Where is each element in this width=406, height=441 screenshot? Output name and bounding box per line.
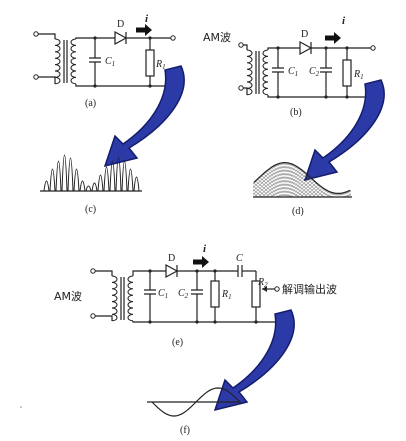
r1-label: R bbox=[221, 289, 228, 300]
rectified-pulse bbox=[121, 160, 128, 192]
c2-label: C bbox=[178, 288, 185, 299]
svg-text:C1: C1 bbox=[158, 288, 168, 300]
rectified-pulse bbox=[103, 166, 110, 192]
output-label: 解调输出波 bbox=[282, 282, 337, 296]
flow-arrow-icon bbox=[214, 309, 295, 411]
rectified-pulse bbox=[115, 156, 122, 192]
diode-icon bbox=[114, 30, 128, 46]
caption-b: (b) bbox=[290, 107, 302, 118]
caption-c: (c) bbox=[85, 204, 96, 215]
svg-text:R2: R2 bbox=[257, 277, 268, 289]
c2-label: C bbox=[309, 66, 316, 77]
svg-text:C2: C2 bbox=[309, 66, 320, 78]
caption-e: (e) bbox=[172, 337, 183, 348]
rectified-pulse bbox=[49, 168, 56, 192]
rectified-pulse bbox=[67, 157, 74, 192]
circuit-b: AM波 D i C1 C2 R1 bbox=[203, 15, 376, 118]
diode-icon bbox=[299, 40, 313, 56]
caption-a: (a) bbox=[85, 98, 96, 109]
current-label: i bbox=[145, 13, 149, 25]
caption-f: (f) bbox=[180, 425, 190, 436]
current-label: i bbox=[342, 15, 346, 27]
circuit-e: AM波 bbox=[54, 243, 337, 348]
rectified-pulse bbox=[55, 160, 62, 192]
rectified-pulse bbox=[91, 182, 98, 192]
current-label: i bbox=[203, 243, 207, 255]
c1-label: C bbox=[288, 66, 295, 77]
svg-text:C1: C1 bbox=[105, 56, 115, 68]
svg-text:R1: R1 bbox=[353, 69, 364, 81]
rectified-pulse bbox=[127, 168, 134, 192]
flow-arrow-icon bbox=[104, 65, 185, 167]
diode-label: D bbox=[168, 253, 175, 264]
svg-text:R1: R1 bbox=[221, 289, 232, 301]
waveform-f: (f) bbox=[147, 387, 241, 436]
coupling-capacitor-label: C bbox=[236, 253, 243, 264]
r1-label: R bbox=[155, 59, 162, 70]
diode-icon bbox=[165, 263, 179, 279]
circuit-a: D i C1 R1 (a) bbox=[33, 13, 176, 109]
diode-label: D bbox=[117, 19, 124, 30]
flow-arrow-icon bbox=[304, 79, 385, 181]
rectified-pulse bbox=[85, 185, 92, 192]
waveform-d: (d) bbox=[253, 161, 352, 217]
caption-d: (d) bbox=[292, 206, 304, 217]
rectified-pulse bbox=[133, 176, 140, 192]
svg-text:C2: C2 bbox=[178, 288, 189, 300]
r1-label: R bbox=[353, 69, 360, 80]
rectified-pulse bbox=[109, 160, 116, 192]
r2-label: R bbox=[257, 277, 264, 288]
diode-label: D bbox=[301, 29, 308, 40]
rectified-pulse bbox=[97, 174, 104, 192]
waveform-c: (c) bbox=[40, 154, 142, 215]
rectified-pulse bbox=[79, 180, 86, 192]
current-arrow-icon bbox=[193, 256, 209, 268]
current-arrow-icon bbox=[325, 32, 341, 44]
input-label-e: AM波 bbox=[54, 290, 82, 303]
rectified-pulse bbox=[73, 168, 80, 192]
c1-label: C bbox=[105, 56, 112, 67]
rectified-pulse bbox=[43, 180, 50, 192]
current-arrow-icon bbox=[136, 24, 152, 36]
svg-text:C1: C1 bbox=[288, 66, 298, 78]
svg-text:R1: R1 bbox=[155, 59, 166, 71]
rectified-pulse bbox=[61, 154, 68, 192]
input-label-b: AM波 bbox=[203, 31, 231, 44]
c1-label: C bbox=[158, 288, 165, 299]
